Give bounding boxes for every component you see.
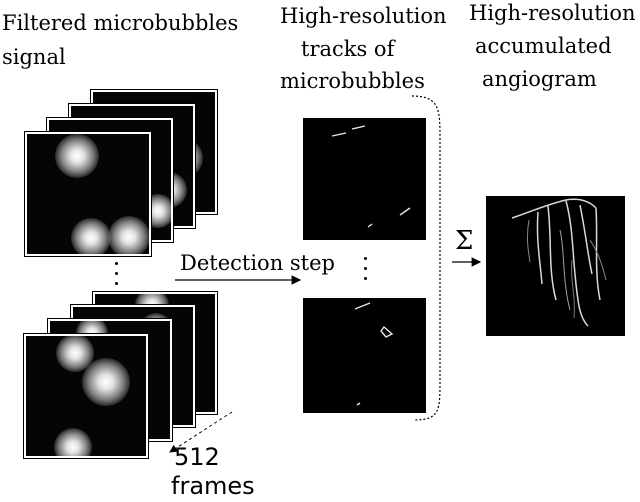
tracks-panel-bottom [303, 298, 426, 413]
filtered-signal-title-line1: Filtered microbubbles [2, 11, 239, 35]
angiogram-title-line3: angiogram [482, 67, 597, 91]
angiogram-vessels [511, 198, 607, 327]
tracks-bottom [354, 302, 394, 406]
grouping-brace [411, 95, 441, 421]
angiogram-title-line2: accumulated [475, 34, 612, 58]
tracks-title-line1: High-resolution [280, 4, 447, 28]
tracks-title-line3: microbubbles [280, 69, 425, 93]
tracks-panel-top [303, 118, 426, 240]
sum-symbol: Σ [455, 226, 474, 256]
filtered-frame-top-1 [25, 132, 151, 256]
tracks-ellipsis-dot [364, 267, 367, 270]
frames-word: frames [171, 472, 255, 500]
detection-step-label: Detection step [180, 251, 335, 275]
tracks-top [331, 125, 411, 228]
tracks-ellipsis-dot [364, 257, 367, 260]
stack-ellipsis-dot [115, 272, 118, 275]
frames-count: 512 [174, 443, 220, 471]
angiogram-title-line1: High-resolution [469, 1, 636, 25]
frames-depth-arrow [169, 411, 233, 453]
stack-ellipsis-dot [115, 282, 118, 285]
tracks-title-line2: tracks of [301, 37, 395, 61]
stack-ellipsis-dot [115, 262, 118, 265]
tracks-ellipsis-dot [364, 277, 367, 280]
filtered-signal-title-line2: signal [2, 45, 66, 69]
filtered-frame-bottom-1 [24, 334, 148, 458]
